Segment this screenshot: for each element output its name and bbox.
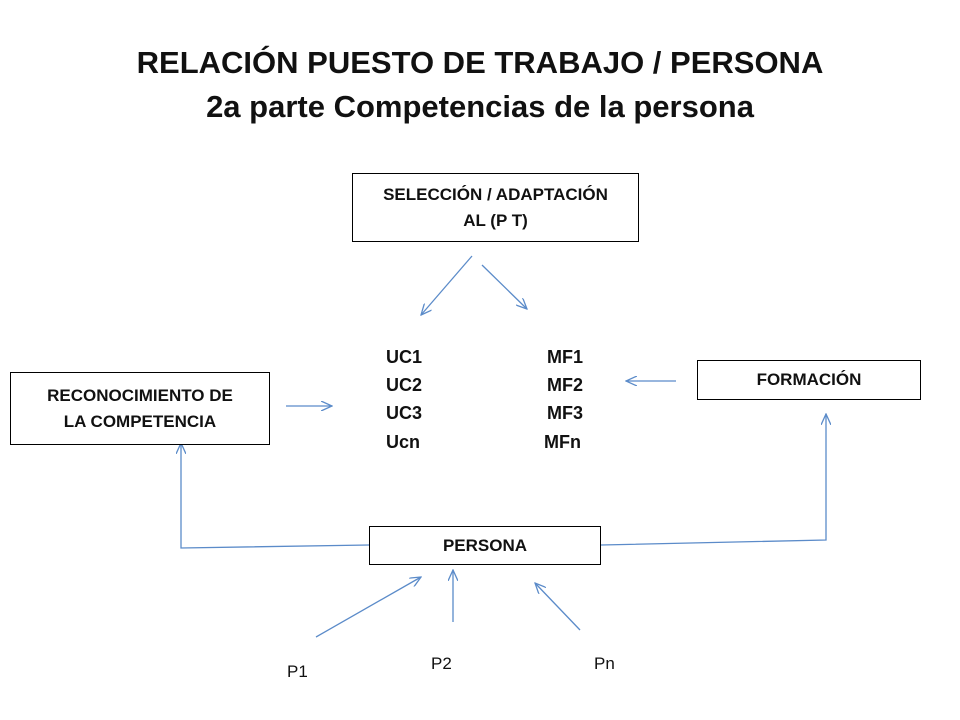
reconocimiento-line2: LA COMPETENCIA [63,411,217,431]
reconocimiento-line1: RECONOCIMIENTO DE [47,385,233,405]
unit-code: Ucn [386,432,421,452]
arrow-p1-to-persona [315,577,421,638]
formacion-label: FORMACIÓN [756,370,862,389]
module-code: MF3 [547,403,583,423]
module-code: MFn [544,432,581,452]
arrow-persona-to-reconocimiento [181,443,370,549]
unit-code: UC1 [386,347,423,367]
arrow-seleccion-to-mf [481,264,527,309]
seleccion-box: SELECCIÓN / ADAPTACIÓN AL (P T) [352,173,639,242]
persona-box: PERSONA [369,526,601,565]
person-p1-label: P1 [287,662,308,681]
arrow-pn-to-persona [535,583,581,631]
arrow-persona-to-formacion [600,414,826,546]
persona-label: PERSONA [442,535,528,555]
unit-code: UC2 [386,375,423,395]
page-subtitle: 2a parte Competencias de la persona [206,89,754,124]
formacion-box: FORMACIÓN [697,360,921,400]
page-title: RELACIÓN PUESTO DE TRABAJO / PERSONA [136,45,824,80]
module-code: MF1 [547,347,583,367]
seleccion-line1: SELECCIÓN / ADAPTACIÓN [383,184,608,204]
person-p2-label: P2 [431,654,452,673]
reconocimiento-box: RECONOCIMIENTO DE LA COMPETENCIA [10,372,270,445]
unit-code: UC3 [386,403,423,423]
module-code: MF2 [547,375,583,395]
seleccion-line2: AL (P T) [463,210,528,230]
arrow-seleccion-to-uc [421,255,473,315]
person-pn-label: Pn [594,654,615,673]
